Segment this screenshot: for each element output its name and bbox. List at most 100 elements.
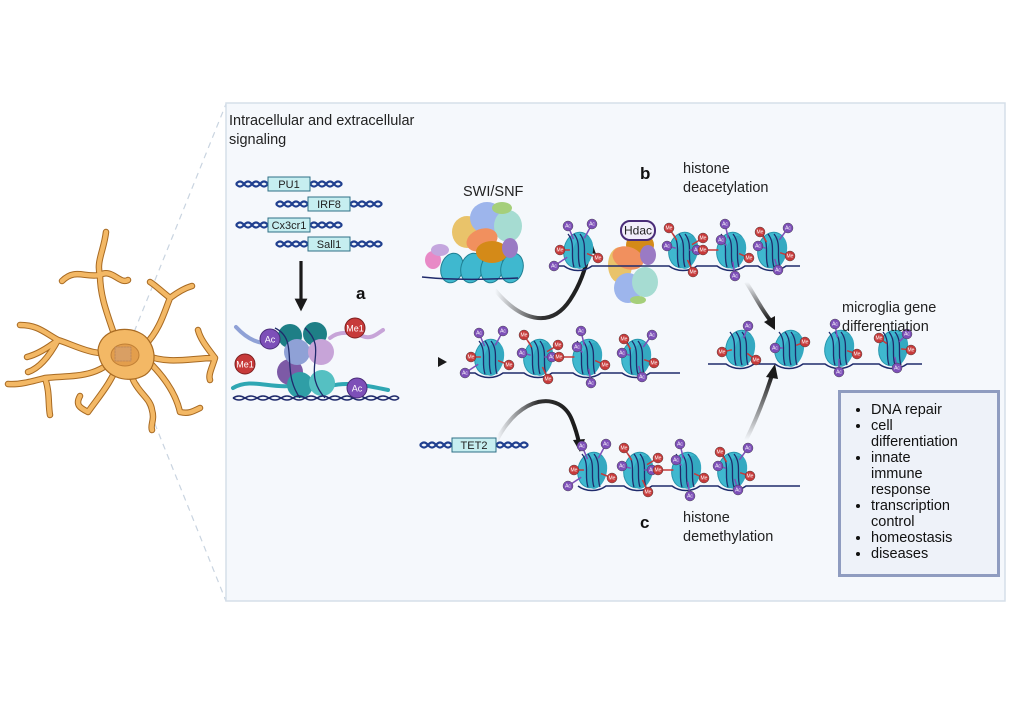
- acetyl-mark: Ac: [829, 318, 841, 338]
- svg-text:IRF8: IRF8: [317, 199, 341, 211]
- acetyl-mark: Ac: [833, 358, 845, 378]
- svg-text:Me: Me: [602, 363, 609, 369]
- acetyl-mark: Ac: [719, 218, 731, 239]
- step-c-title-line1: histone: [683, 510, 730, 526]
- svg-text:Me1: Me1: [236, 360, 254, 370]
- svg-text:PU1: PU1: [278, 179, 299, 191]
- methyl-mark: Me: [779, 250, 796, 262]
- svg-text:Ac: Ac: [745, 446, 751, 452]
- methyl-mark: Me: [546, 339, 564, 353]
- svg-text:Me: Me: [609, 476, 616, 482]
- svg-text:Ac: Ac: [722, 222, 728, 228]
- methyl-mark: Me: [693, 472, 710, 484]
- arrow-head: [764, 316, 775, 330]
- svg-text:Me: Me: [908, 348, 915, 354]
- acetyl-mark: Ac: [778, 222, 794, 241]
- svg-text:TET2: TET2: [461, 440, 488, 452]
- methyl-mark: Me: [754, 226, 768, 243]
- methyl-mark: Me: [873, 332, 888, 345]
- svg-text:Ac: Ac: [785, 226, 791, 232]
- step-b-title-line2: deacetylation: [683, 180, 769, 196]
- acetyl-mark: Ac: [732, 478, 744, 496]
- acetyl-mark: Ac: [738, 442, 754, 461]
- acetyl-mark: Ac: [346, 377, 368, 399]
- svg-text:Me: Me: [595, 256, 602, 262]
- svg-text:Me: Me: [645, 490, 652, 496]
- outcome-functions-box: DNA repair cell differentiation innate i…: [838, 390, 1000, 577]
- svg-text:Ac: Ac: [735, 488, 741, 494]
- step-c-label: c: [640, 513, 650, 532]
- svg-text:Ac: Ac: [755, 244, 761, 250]
- gene-tet2: TET2: [419, 437, 529, 453]
- svg-text:Me: Me: [468, 355, 475, 361]
- svg-text:Me: Me: [571, 468, 578, 474]
- svg-text:Ac: Ac: [265, 335, 276, 345]
- methyl-mark: Me: [663, 222, 678, 241]
- methyl-mark: Me: [568, 464, 584, 476]
- swi-snf-label: SWI/SNF: [463, 184, 524, 200]
- methyl-mark: Me1: [234, 353, 256, 375]
- methyl-mark: Me: [518, 329, 533, 348]
- methyl-mark: Me1: [344, 317, 366, 339]
- svg-text:Me: Me: [666, 226, 673, 232]
- svg-text:Ac: Ac: [588, 381, 594, 387]
- gene-pu1: PU1: [235, 176, 343, 192]
- svg-text:Ac: Ac: [579, 444, 585, 450]
- acetyl-mark: Ac: [597, 438, 612, 459]
- hdac-complex: [608, 220, 658, 304]
- methyl-mark: Me: [901, 344, 917, 356]
- svg-text:Cx3cr1: Cx3cr1: [272, 220, 307, 232]
- svg-text:Ac: Ac: [603, 442, 609, 448]
- methyl-mark: Me: [554, 244, 570, 256]
- svg-text:Ac: Ac: [715, 464, 721, 470]
- acetyl-mark: Ac: [712, 460, 726, 472]
- svg-text:Ac: Ac: [476, 331, 482, 337]
- methyl-mark: Me: [643, 357, 660, 369]
- svg-text:Me: Me: [690, 270, 697, 276]
- acetyl-mark: Ac: [752, 240, 766, 252]
- step-b-title-line1: histone: [683, 161, 730, 177]
- acetyl-mark: Ac: [742, 320, 754, 339]
- acetyl-mark: Ac: [473, 327, 486, 347]
- methyl-mark: Me: [646, 452, 664, 466]
- svg-text:Ac: Ac: [772, 346, 778, 352]
- acetyl-mark: Ac: [494, 325, 509, 346]
- arrow-from-deacetylation-to-differentiation: [744, 280, 772, 322]
- svg-text:Ac: Ac: [462, 371, 468, 377]
- svg-text:Ac: Ac: [664, 244, 670, 250]
- svg-text:Ac: Ac: [649, 333, 655, 339]
- svg-text:Ac: Ac: [832, 322, 838, 328]
- svg-text:Me: Me: [787, 254, 794, 260]
- methyl-mark: Me: [594, 359, 611, 371]
- svg-text:Me1: Me1: [346, 324, 364, 334]
- arrow-head: [438, 357, 447, 367]
- arrow-curve-to-demethylation: [495, 399, 581, 444]
- step-a-label: a: [356, 284, 366, 303]
- methyl-mark: Me: [691, 232, 709, 246]
- methyl-mark: Me: [716, 346, 733, 358]
- svg-text:Ac: Ac: [549, 355, 555, 361]
- svg-text:Me: Me: [701, 476, 708, 482]
- acetyl-mark: Ac: [575, 325, 587, 346]
- svg-text:Me: Me: [557, 248, 564, 254]
- methyl-mark: Me: [714, 446, 728, 463]
- methyl-mark: Me: [618, 333, 632, 350]
- methyl-mark: Me: [686, 259, 699, 278]
- arrow-from-demethylation-to-differentiation: [744, 374, 774, 441]
- gene-sall1: Sall1: [275, 236, 383, 252]
- methyl-mark: Me: [641, 479, 654, 498]
- gene-cx3cr1: Cx3cr1: [235, 217, 343, 233]
- acetyl-mark: Ac: [585, 368, 597, 389]
